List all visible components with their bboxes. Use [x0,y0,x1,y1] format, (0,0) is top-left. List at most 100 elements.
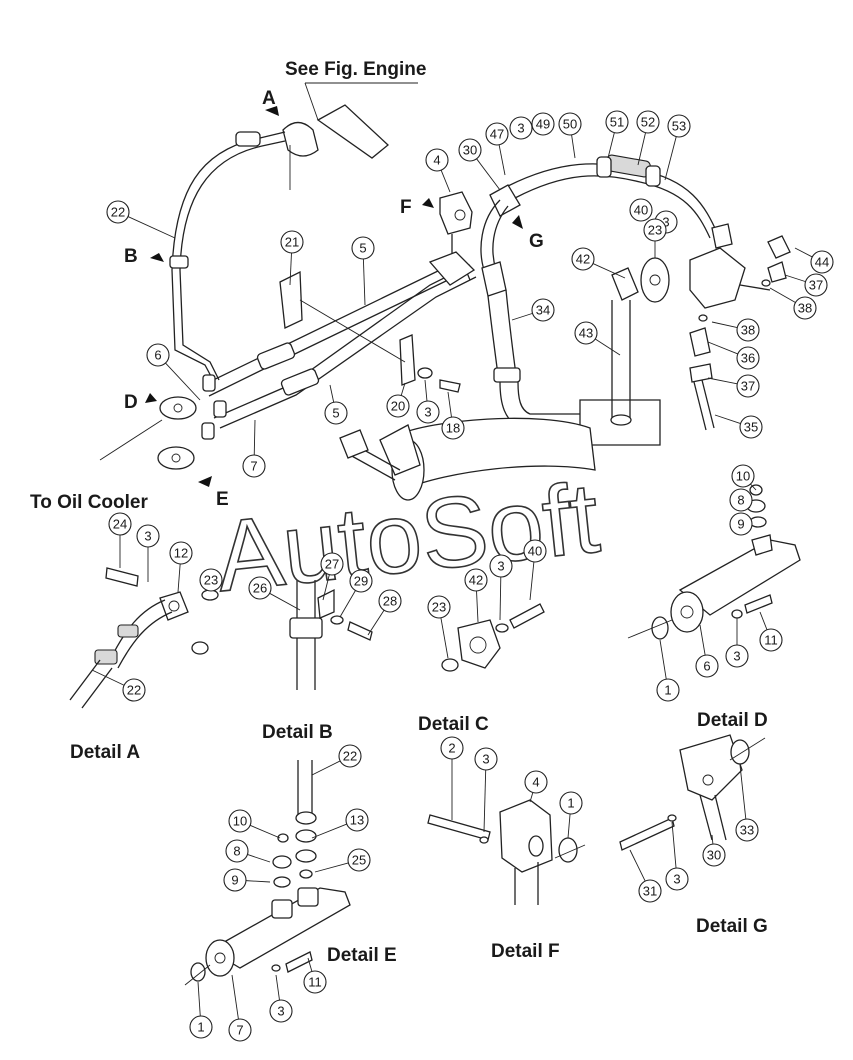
callout-circle [320,552,344,576]
callout-leader [529,561,535,601]
detail-f-drawing [427,799,586,905]
callout-30: 30 [702,834,726,867]
callout-leader [499,576,502,621]
see-fig-engine-label: See Fig. Engine [285,59,426,80]
callout-49: 49 [531,112,555,136]
callout-leader [249,824,281,839]
callout-leader [314,862,349,873]
view-f-arrow-icon [422,198,434,208]
callout-number: 25 [352,853,366,868]
callout-3: 3 [665,821,689,891]
callout-leader [483,769,487,833]
callout-circle [146,343,170,367]
callout-3: 3 [474,747,498,833]
callout-circle [464,568,488,592]
callout-circle [441,416,465,440]
view-e-arrow-icon [198,476,212,487]
callout-circle [571,247,595,271]
callout-number: 3 [497,559,504,574]
callout-circle [736,346,760,370]
callout-number: 30 [463,143,477,158]
callout-38: 38 [769,287,817,320]
view-g-arrow-icon [512,215,523,229]
callout-leader [529,792,534,803]
callout-number: 13 [350,813,364,828]
callout-8: 8 [225,839,271,863]
callout-leader [759,611,768,630]
callout-number: 38 [798,301,812,316]
callout-11: 11 [303,957,327,994]
view-g-label: G [529,231,544,252]
callout-22: 22 [311,744,362,776]
callout-circle [531,112,555,136]
callout-leader [794,247,813,258]
callout-5: 5 [351,236,375,306]
callout-8: 8 [729,488,753,512]
callout-number: 53 [672,119,686,134]
callout-leader [275,974,280,1001]
callout-circle [702,843,726,867]
callout-leader [707,377,738,385]
callout-circle [531,298,555,322]
callout-leader [447,391,452,418]
callout-number: 51 [610,115,624,130]
callout-50: 50 [558,112,582,159]
callout-leader [769,287,796,303]
detail-e-label: Detail E [327,945,397,966]
callout-number: 5 [359,241,366,256]
callout-circle [351,236,375,260]
callout-number: 11 [764,633,778,648]
callout-37: 37 [707,374,760,398]
callout-53: 53 [664,114,691,181]
callout-27: 27 [320,552,344,601]
callout-leader [629,849,646,882]
callout-number: 1 [664,683,671,698]
callout-3: 3 [136,524,160,582]
callout-leader [424,379,428,402]
callout-number: 49 [536,117,550,132]
detail-d-label: Detail D [697,710,768,731]
callout-7: 7 [228,974,252,1042]
callout-circle [793,296,817,320]
view-a-label: A [262,88,276,109]
callout-circle [303,970,327,994]
callout-3: 3 [269,974,293,1023]
callout-circle [440,736,464,760]
callout-leader [440,170,451,193]
callout-circle [665,867,689,891]
callout-circle [810,250,834,274]
callout-circle [199,568,223,592]
callout-circle [122,678,146,702]
callout-18: 18 [441,391,465,440]
callout-leader [671,821,677,869]
callout-28: 28 [367,589,402,636]
callout-number: 8 [737,493,744,508]
callout-21: 21 [280,230,304,286]
callout-leader [739,764,747,820]
callout-circle [629,198,653,222]
callout-number: 3 [673,872,680,887]
callout-number: 44 [815,255,829,270]
callout-leader [269,592,301,611]
callout-circle [605,110,629,134]
callout-3: 3 [489,554,513,621]
callout-circle [729,512,753,536]
callout-circle [725,644,749,668]
callout-leader [339,590,356,618]
callout-number: 3 [144,529,151,544]
callout-26: 26 [248,576,301,611]
callout-number: 10 [736,469,750,484]
callout-number: 36 [741,351,755,366]
callout-leader [197,981,201,1017]
callout-30: 30 [458,138,501,191]
callout-number: 23 [204,573,218,588]
callout-number: 42 [469,573,483,588]
callout-number: 9 [231,873,238,888]
callout-number: 22 [127,683,141,698]
callout-number: 6 [154,348,161,363]
callout-43: 43 [574,321,621,356]
callout-number: 7 [236,1023,243,1038]
callout-circle [345,808,369,832]
callout-number: 3 [662,215,669,230]
callout-leader [247,854,271,863]
